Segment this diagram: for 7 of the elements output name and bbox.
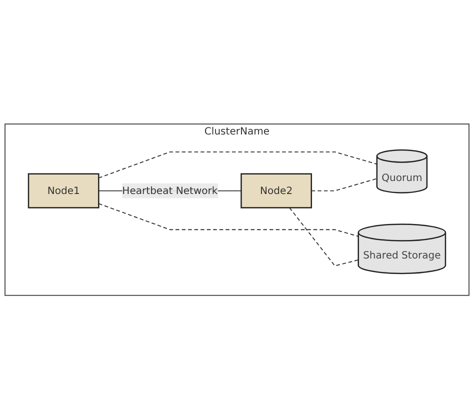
node-box: Node2 [240,174,312,209]
node-box: Node1 [28,174,100,209]
connector [98,203,359,238]
edge-label: Heartbeat Network [122,184,218,197]
connector [289,208,359,267]
connector [98,152,378,179]
connector [310,178,378,192]
